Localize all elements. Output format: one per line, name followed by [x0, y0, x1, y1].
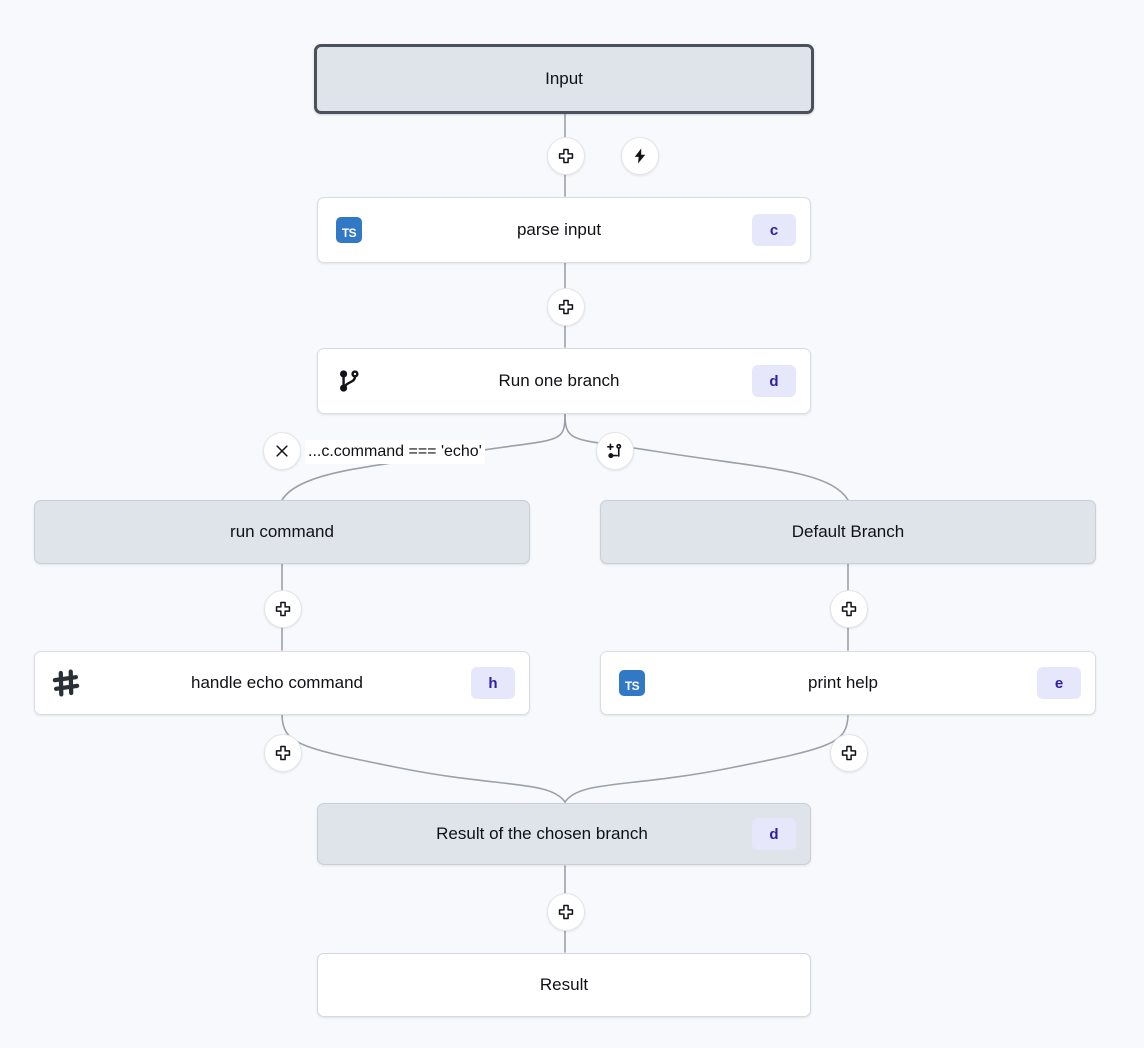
node-print-help[interactable]: TS print help e — [600, 651, 1096, 715]
node-run-one-branch-badge[interactable]: d — [752, 365, 796, 397]
node-parse-input-label: parse input — [516, 220, 602, 239]
node-handle-echo-command-label: handle echo command — [190, 673, 363, 692]
node-handle-echo-command[interactable]: handle echo command h — [34, 651, 530, 715]
node-branch-result[interactable]: Result of the chosen branch d — [317, 803, 811, 865]
node-result[interactable]: Result — [317, 953, 811, 1017]
node-print-help-badge[interactable]: e — [1037, 667, 1081, 699]
add-step-plus-icon[interactable] — [547, 137, 585, 175]
node-handle-echo-command-badge[interactable]: h — [471, 667, 515, 699]
add-step-plus-icon[interactable] — [264, 734, 302, 772]
node-result-label: Result — [539, 975, 589, 994]
node-default-branch[interactable]: Default Branch — [600, 500, 1096, 564]
typescript-icon: TS — [615, 666, 649, 700]
hash-icon — [49, 666, 83, 700]
node-run-one-branch[interactable]: Run one branch d — [317, 348, 811, 414]
add-step-plus-icon[interactable] — [547, 288, 585, 326]
add-step-plus-icon[interactable] — [547, 893, 585, 931]
edge-printhelp-to-result — [564, 713, 849, 803]
branch-icon — [332, 364, 366, 398]
node-branch-result-badge[interactable]: d — [752, 818, 796, 850]
node-branch-result-label: Result of the chosen branch — [436, 824, 648, 843]
add-branch-icon[interactable] — [596, 432, 634, 470]
lightning-bolt-icon[interactable] — [621, 137, 659, 175]
node-default-branch-label: Default Branch — [791, 522, 905, 541]
node-input-label: Input — [545, 69, 583, 88]
node-run-command-label: run command — [230, 522, 334, 541]
add-step-plus-icon[interactable] — [830, 590, 868, 628]
node-parse-input[interactable]: TS parse input c — [317, 197, 811, 263]
node-print-help-label: print help — [808, 673, 878, 692]
node-parse-input-badge[interactable]: c — [752, 214, 796, 246]
add-step-plus-icon[interactable] — [264, 590, 302, 628]
node-run-command[interactable]: run command — [34, 500, 530, 564]
node-input[interactable]: Input — [314, 44, 814, 114]
branch-condition-label[interactable]: ...c.command === 'echo' — [305, 440, 485, 464]
edge-handleecho-to-result — [281, 713, 566, 803]
typescript-icon: TS — [332, 213, 366, 247]
close-x-icon[interactable] — [263, 432, 301, 470]
node-run-one-branch-label: Run one branch — [498, 371, 620, 390]
add-step-plus-icon[interactable] — [830, 734, 868, 772]
